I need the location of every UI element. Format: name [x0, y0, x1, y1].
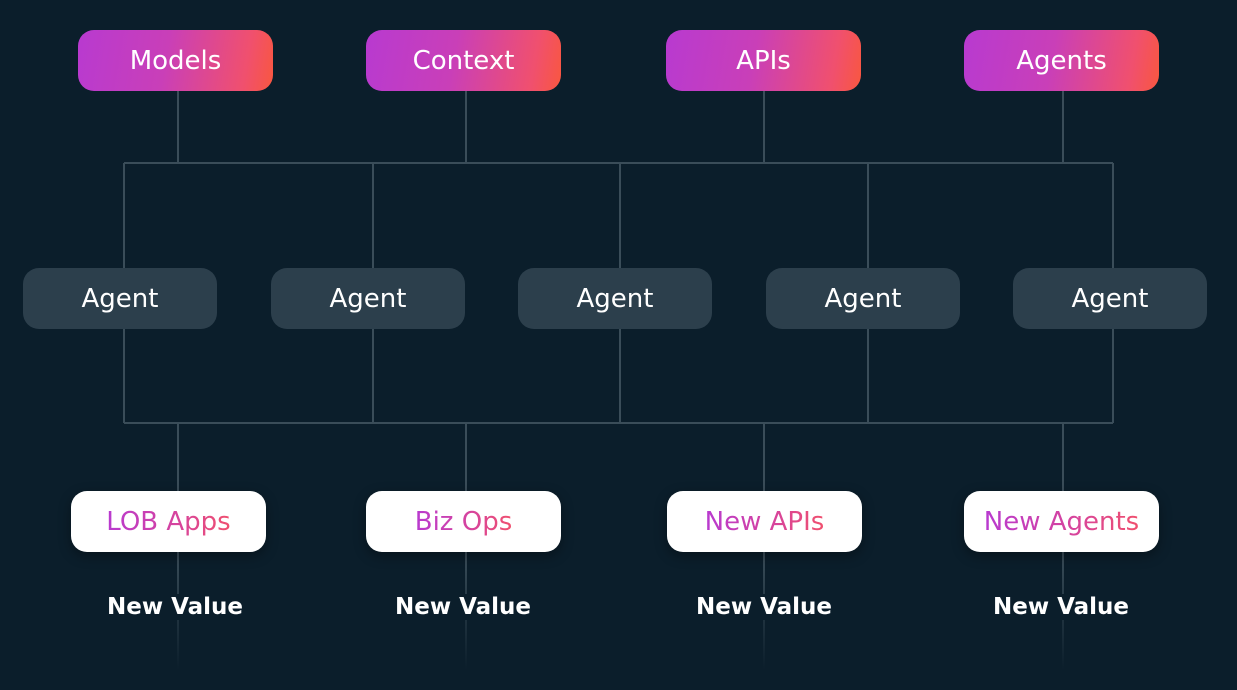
output-node-label: New Agents: [983, 506, 1140, 537]
value-label-1: New Value: [75, 594, 275, 620]
input-node-label: Agents: [1016, 45, 1107, 76]
output-node-new-apis: New APIs: [667, 491, 862, 552]
input-node-label: Models: [129, 45, 222, 76]
value-label-2: New Value: [363, 594, 563, 620]
agent-node-3: Agent: [518, 268, 712, 329]
output-node-biz-ops: Biz Ops: [366, 491, 561, 552]
value-label-4: New Value: [961, 594, 1161, 620]
input-node-label: APIs: [736, 45, 791, 76]
agent-node-label: Agent: [1071, 283, 1149, 314]
agent-node-2: Agent: [271, 268, 465, 329]
agent-node-4: Agent: [766, 268, 960, 329]
input-node-label: Context: [412, 45, 515, 76]
agent-node-1: Agent: [23, 268, 217, 329]
input-node-apis: APIs: [666, 30, 861, 91]
agent-node-5: Agent: [1013, 268, 1207, 329]
input-node-agents: Agents: [964, 30, 1159, 91]
output-node-lob-apps: LOB Apps: [71, 491, 266, 552]
agent-node-label: Agent: [824, 283, 902, 314]
agent-node-label: Agent: [81, 283, 159, 314]
output-node-label: Biz Ops: [414, 506, 513, 537]
input-node-models: Models: [78, 30, 273, 91]
output-node-new-agents: New Agents: [964, 491, 1159, 552]
output-node-label: LOB Apps: [106, 506, 231, 537]
agent-node-label: Agent: [576, 283, 654, 314]
agent-node-label: Agent: [329, 283, 407, 314]
input-node-context: Context: [366, 30, 561, 91]
value-label-3: New Value: [664, 594, 864, 620]
output-node-label: New APIs: [704, 506, 825, 537]
